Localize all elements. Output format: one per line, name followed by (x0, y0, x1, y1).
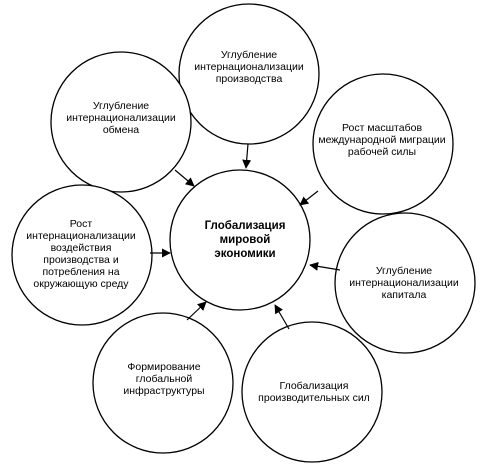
arrow-capital-to-center (309, 261, 341, 271)
node-production-circle (178, 3, 320, 145)
arrow-exchange-to-center (174, 169, 195, 187)
node-exchange-circle (50, 51, 192, 193)
node-environment-circle (11, 184, 153, 326)
node-exchange-label: Углубление интернационализации обмена (66, 100, 176, 136)
node-labor-migration-circle (312, 73, 454, 215)
node-production-label: Углубление интернационализации производс… (194, 49, 304, 85)
node-infrastructure-label: Формирование глобальной инфраструктуры (123, 361, 205, 397)
center-node-label: Глобализация мировой экономики (204, 220, 286, 260)
arrow-production-to-center (242, 143, 252, 169)
node-capital-label: Углубление интернационализации капитала (349, 265, 459, 301)
node-labor-migration-label: Рост масштабов международной миграции ра… (318, 122, 446, 158)
node-capital-circle (334, 212, 476, 354)
node-productive-forces-label: Глобализация производительных сил (258, 380, 370, 404)
arrow-labor-migration-to-center (299, 190, 319, 206)
center-node-circle (169, 169, 311, 311)
node-infrastructure-circle (92, 312, 234, 454)
arrow-infrastructure-to-center (186, 301, 207, 321)
node-productive-forces-circle (241, 321, 383, 463)
node-environment-label: Рост интернационализации воздействия про… (26, 218, 136, 290)
arrow-productive-forces-to-center (274, 304, 290, 330)
